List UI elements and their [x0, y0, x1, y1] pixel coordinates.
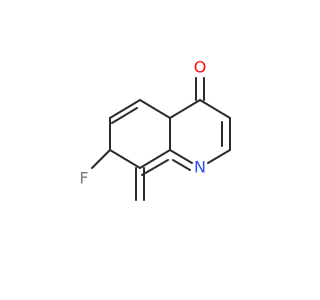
oxygen-atom-label: O	[194, 58, 207, 77]
structure-diagram: O N F	[79, 58, 231, 201]
bond-c7-f	[91, 149, 111, 169]
bond-n1-c8a-double	[172, 159, 191, 171]
bond-c8-c8a-double	[141, 159, 169, 176]
bond-c8-c8a	[139, 149, 171, 169]
molecule-canvas: O N F	[79, 57, 231, 201]
bond-c4-c3	[199, 99, 231, 119]
bond-c2-n1	[207, 149, 231, 164]
bond-c7-c8	[109, 149, 141, 169]
bond-n1-c8a	[169, 149, 193, 164]
fluorine-atom-label: F	[79, 169, 88, 188]
nitrogen-atom-label: N	[194, 158, 206, 177]
bond-c4a-c4	[169, 99, 201, 119]
bond-c5-c6-double	[111, 107, 138, 124]
bond-c4a-c5	[139, 99, 171, 119]
bond-c5-c6	[109, 99, 141, 119]
